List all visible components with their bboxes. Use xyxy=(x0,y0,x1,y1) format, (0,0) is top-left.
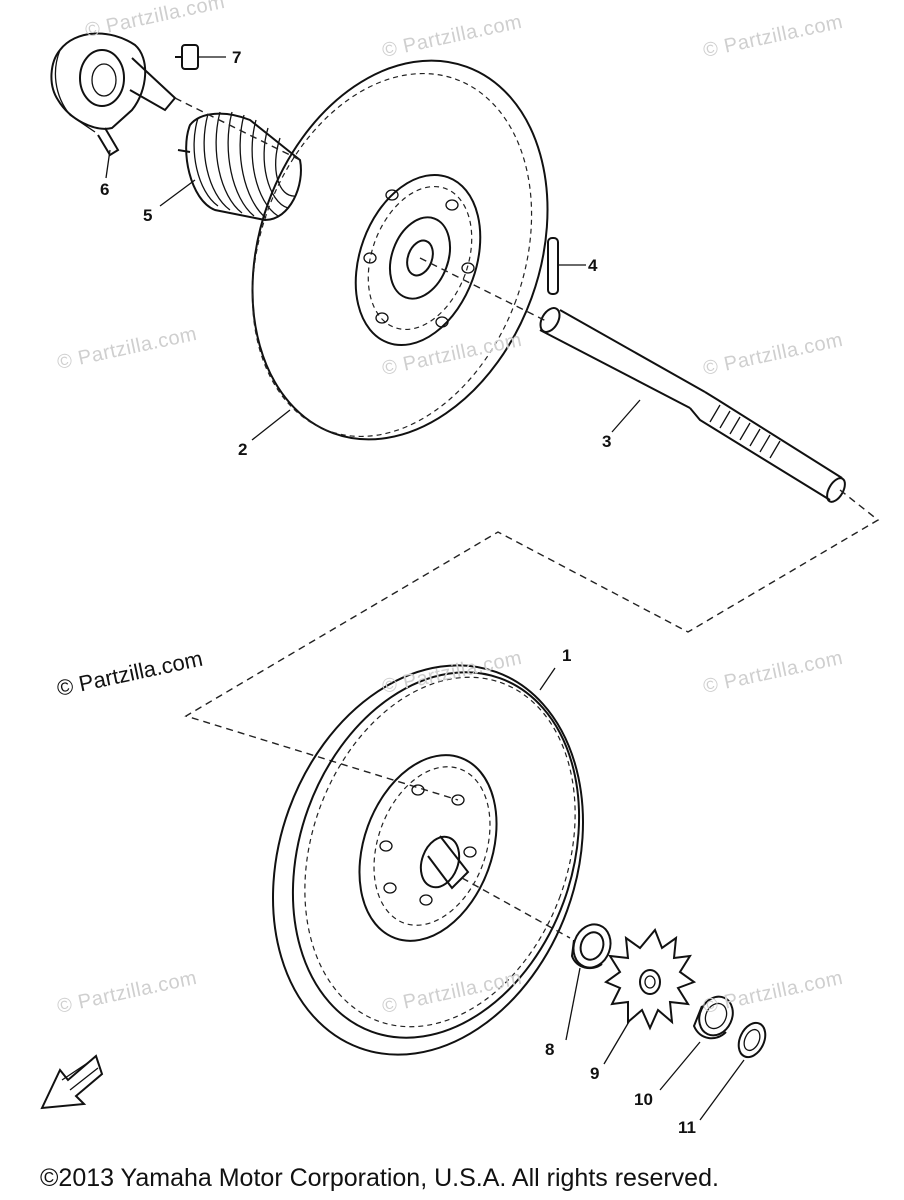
callout-6: 6 xyxy=(100,180,110,199)
leader-lines xyxy=(105,149,641,691)
part-3-shaft xyxy=(174,97,846,503)
part-1-fixed-sheave xyxy=(272,664,584,1056)
part-7-bolt xyxy=(175,44,226,70)
callout-9: 9 xyxy=(590,1064,600,1083)
callout-5: 5 xyxy=(143,206,153,225)
part-10-collar xyxy=(659,995,734,1091)
callout-10: 10 xyxy=(634,1090,653,1109)
callout-11: 11 xyxy=(678,1118,696,1137)
callout-2: 2 xyxy=(238,440,248,459)
assembly-connector-lines xyxy=(184,489,880,801)
part-9-sprocket xyxy=(603,928,697,1065)
callout-8: 8 xyxy=(545,1040,555,1059)
part-8-bushing xyxy=(565,923,612,1041)
front-arrow-icon xyxy=(40,1054,104,1110)
part-11-washer xyxy=(699,1021,767,1121)
callout-3: 3 xyxy=(602,432,612,451)
callout-1: 1 xyxy=(562,646,572,665)
callout-4: 4 xyxy=(588,256,598,275)
part-5-spring xyxy=(177,111,302,222)
callout-7: 7 xyxy=(232,48,242,67)
part-4-pin xyxy=(547,237,586,295)
part-2-sliding-sheave xyxy=(251,59,549,441)
copyright-notice: ©2013 Yamaha Motor Corporation, U.S.A. A… xyxy=(40,1164,719,1192)
part-6-cam-bracket xyxy=(50,32,177,157)
